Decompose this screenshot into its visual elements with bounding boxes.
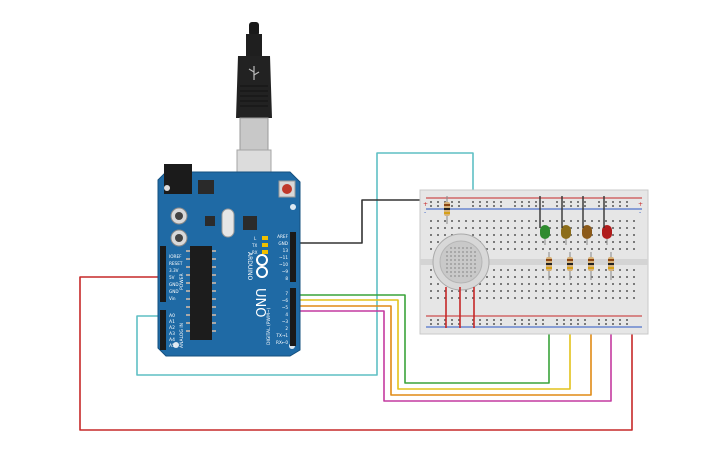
svg-text:RX←0: RX←0 [276,340,288,345]
crystal-oscillator [221,208,235,238]
svg-text:A4: A4 [169,337,175,343]
svg-text:A0: A0 [169,313,175,319]
digital-title: DIGITAL (PWM~) [266,307,272,345]
svg-text:3.3V: 3.3V [169,268,179,273]
rail-plus-top-right: + [638,201,643,208]
capacitors [170,207,188,247]
led-resistor-4[interactable] [608,252,614,280]
svg-text:AREF: AREF [277,234,288,239]
svg-text:13: 13 [283,248,289,253]
analog-title: ANALOG IN [179,323,185,348]
wires [79,152,633,431]
onboard-leds [262,236,268,254]
digital-top-labels: AREF GND 13 ~11 ~10 ~9 8 [277,234,288,281]
led-label-l: L [254,236,257,241]
led-2[interactable] [561,225,571,245]
svg-text:Vin: Vin [169,296,176,301]
wire-magenta[interactable] [296,297,612,402]
led-resistor-1[interactable] [546,252,552,280]
svg-text:IOREF: IOREF [169,254,182,259]
rail-minus-top: - [424,209,426,216]
svg-text:4: 4 [285,312,288,317]
rail-jumpers [445,287,475,328]
wire-green[interactable] [296,294,550,384]
wire-cyan[interactable] [136,152,474,376]
power-header-labels: IOREF RESET 3.3V 5V GND GND Vin [169,254,183,301]
arduino-uno-board[interactable]: L TX RX ARDUINO UNO IOREF RESET 3.3V 5V … [157,164,301,357]
svg-text:~11: ~11 [279,255,288,260]
svg-text:A5: A5 [169,343,175,349]
analog-labels: A0 A1 A2 A3 A4 A5 [169,313,175,349]
svg-text:~9: ~9 [282,269,289,274]
led-label-rx: RX [252,250,258,255]
analog-header [160,310,166,350]
wire-black[interactable] [296,199,446,244]
voltage-regulator [198,180,214,194]
wire-yellow[interactable] [296,297,571,390]
svg-text:GND: GND [169,282,179,287]
svg-text:A1: A1 [169,319,175,325]
svg-text:GND: GND [169,289,179,294]
wire-red[interactable] [79,276,633,431]
resistor-top[interactable] [444,196,450,224]
svg-text:7: 7 [285,291,288,296]
gas-sensor[interactable] [432,233,490,291]
led-resistor-2[interactable] [567,252,573,280]
atmega-chip [190,246,212,340]
led-4[interactable] [602,225,612,245]
led-ground-wires [539,196,605,228]
led-label-tx: TX [251,243,257,248]
power-title: POWER [179,273,185,290]
digital-header-bottom [290,288,296,346]
svg-text:GND: GND [278,241,288,246]
leds [540,225,612,245]
led-resistors [546,252,614,280]
usb-symbol-icon [248,66,260,80]
led-labels: L TX RX [251,236,258,255]
svg-text:A3: A3 [169,331,175,337]
rail-plus-top: + [423,201,428,208]
arduino-infinity-icon [256,254,268,278]
svg-text:A2: A2 [169,325,175,331]
digital-bottom-labels: 7 ~6 ~5 4 ~3 2 TX→1 RX←0 [275,291,288,345]
arduino-logo-text: ARDUINO [246,252,253,281]
svg-text:~6: ~6 [282,298,289,303]
led-3[interactable] [582,225,592,245]
svg-text:TX→1: TX→1 [275,333,288,338]
svg-text:5V: 5V [169,275,175,280]
usb-cable[interactable] [236,22,272,195]
svg-text:2: 2 [285,326,288,331]
led-1[interactable] [540,225,550,245]
svg-text:RESET: RESET [169,261,183,266]
svg-text:~5: ~5 [282,305,289,310]
svg-text:~3: ~3 [282,319,289,324]
power-header [160,246,166,302]
reset-button[interactable] [278,180,296,198]
digital-header-top [290,232,296,282]
led-resistor-3[interactable] [588,252,594,280]
rail-minus-top-right: - [639,209,641,216]
arduino-model-text: UNO [252,288,267,317]
wire-orange[interactable] [296,297,592,396]
svg-text:~10: ~10 [279,262,288,267]
svg-text:8: 8 [285,276,288,281]
